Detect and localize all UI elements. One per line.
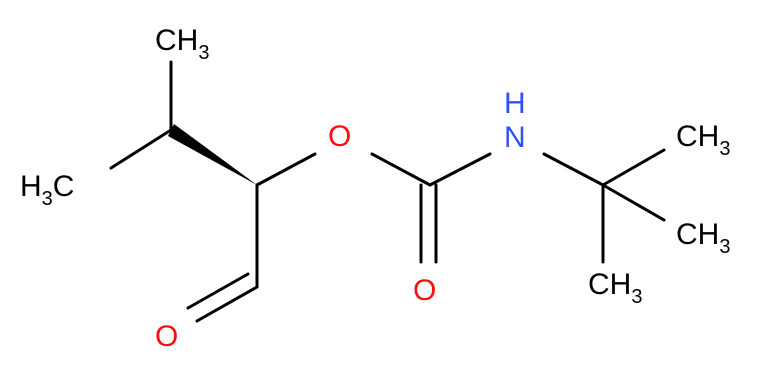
atom-o-aldehyde: O (155, 320, 178, 353)
bond-oester-ccarb (370, 152, 432, 187)
atom-labels: CH3 H3C O O O H N CH3 CH3 CH3 (20, 24, 730, 353)
atom-ch3-tert-bot: CH3 (588, 268, 642, 308)
bond-n-ctert (542, 152, 605, 187)
atom-o-carbonyl: O (413, 274, 436, 307)
atom-ch3-tert-top: CH3 (676, 120, 730, 160)
bond-ctert-ch3mid (601, 183, 666, 222)
atom-ch3-top: CH3 (155, 24, 209, 64)
atom-n-amide: N (504, 121, 526, 154)
bond-wedge (168, 124, 257, 185)
bond-cho-o-2 (186, 272, 250, 310)
atom-h3c-left: H3C (20, 170, 74, 210)
bond-cho-o-1 (195, 285, 259, 323)
bonds (109, 60, 666, 323)
bond-ccarb-n (428, 152, 492, 187)
bond-c-oester (255, 152, 317, 187)
bond-ch-h3c (109, 128, 173, 170)
bond-ctert-ch3top (601, 148, 666, 187)
atom-h-amide: H (504, 87, 526, 120)
atom-o-ester: O (328, 120, 351, 153)
atom-ch3-tert-mid: CH3 (676, 218, 730, 258)
